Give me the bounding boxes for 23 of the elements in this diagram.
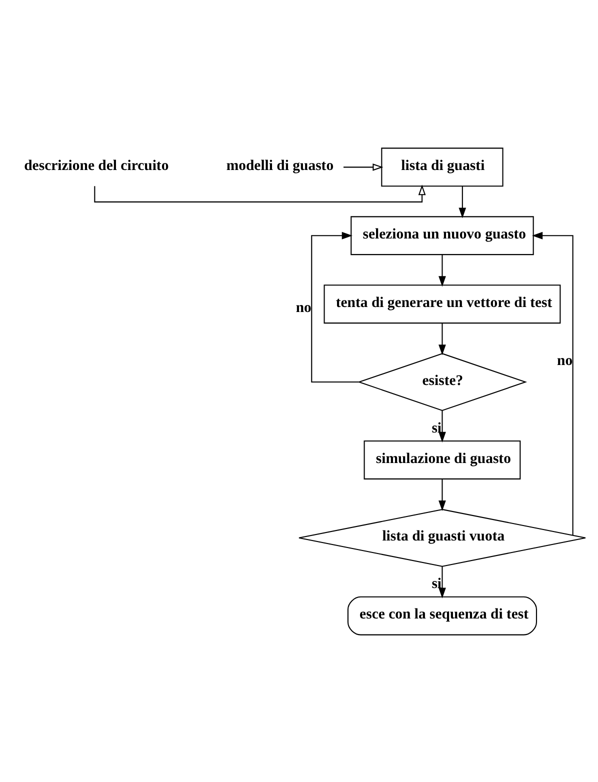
node-box: esce con la sequenza di test: [347, 596, 538, 635]
arrow: [94, 184, 426, 202]
node-box: simulazione di guasto: [364, 440, 521, 479]
arrow: [438, 410, 446, 442]
node-text: modelli di guasto: [226, 158, 334, 174]
arrow: [438, 322, 446, 355]
node-box: lista di guasti: [381, 147, 504, 186]
arrow: [458, 186, 466, 218]
node-box: tenta di generare un vettore di test: [324, 284, 561, 324]
node-diamond: esiste?: [357, 352, 528, 411]
edge-label: si: [432, 576, 442, 592]
node-diamond: lista di guasti vuota: [298, 508, 586, 566]
node-text: descrizione del circuito: [24, 158, 169, 174]
node-box: seleziona un nuovo guasto: [350, 216, 534, 255]
arrow: [311, 231, 359, 382]
edge-label: no: [557, 352, 573, 369]
arrow: [438, 566, 446, 598]
arrow: [438, 478, 446, 511]
arrow: [344, 162, 384, 170]
arrow: [438, 254, 446, 286]
edge-label: si: [432, 420, 442, 436]
edge-label: no: [296, 299, 312, 316]
arrow: [532, 231, 574, 535]
